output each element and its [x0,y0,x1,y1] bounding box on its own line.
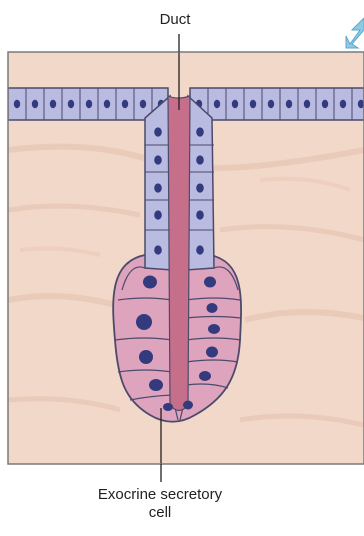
nucleus [196,155,204,164]
nucleus [140,100,146,108]
connective-tissue [8,40,364,478]
duct-label: Duct [130,11,220,29]
nucleus [204,277,216,288]
nucleus [163,403,173,411]
duct-lumen [168,96,190,411]
nucleus [154,245,162,254]
nucleus [358,100,364,108]
nucleus [183,401,193,410]
nucleus [199,371,211,381]
nucleus [268,100,274,108]
nucleus [154,155,162,164]
nucleus [322,100,328,108]
nucleus [154,183,162,192]
nucleus [122,100,128,108]
nucleus [154,127,162,136]
arrow-down-left-icon [346,18,364,48]
nucleus [139,350,153,364]
nucleus [232,100,238,108]
nucleus [104,100,110,108]
nucleus [196,210,204,219]
nucleus [154,210,162,219]
nucleus [68,100,74,108]
cell-label-line-1: Exocrine secretory [40,486,280,504]
cell-label-line-2: cell [40,504,280,522]
nucleus [250,100,256,108]
nucleus [149,379,163,391]
nucleus [196,183,204,192]
nucleus [143,276,157,289]
exocrine-secretory-cell-label: Exocrine secretory cell [40,486,280,522]
nucleus [286,100,292,108]
nucleus [32,100,38,108]
nucleus [208,324,220,334]
nucleus [86,100,92,108]
nucleus [136,314,152,330]
nucleus [206,347,218,358]
nucleus [196,127,204,136]
nucleus [214,100,220,108]
nucleus [340,100,346,108]
nucleus [207,303,218,313]
nucleus [50,100,56,108]
nucleus [14,100,20,108]
nucleus [196,245,204,254]
nucleus [304,100,310,108]
